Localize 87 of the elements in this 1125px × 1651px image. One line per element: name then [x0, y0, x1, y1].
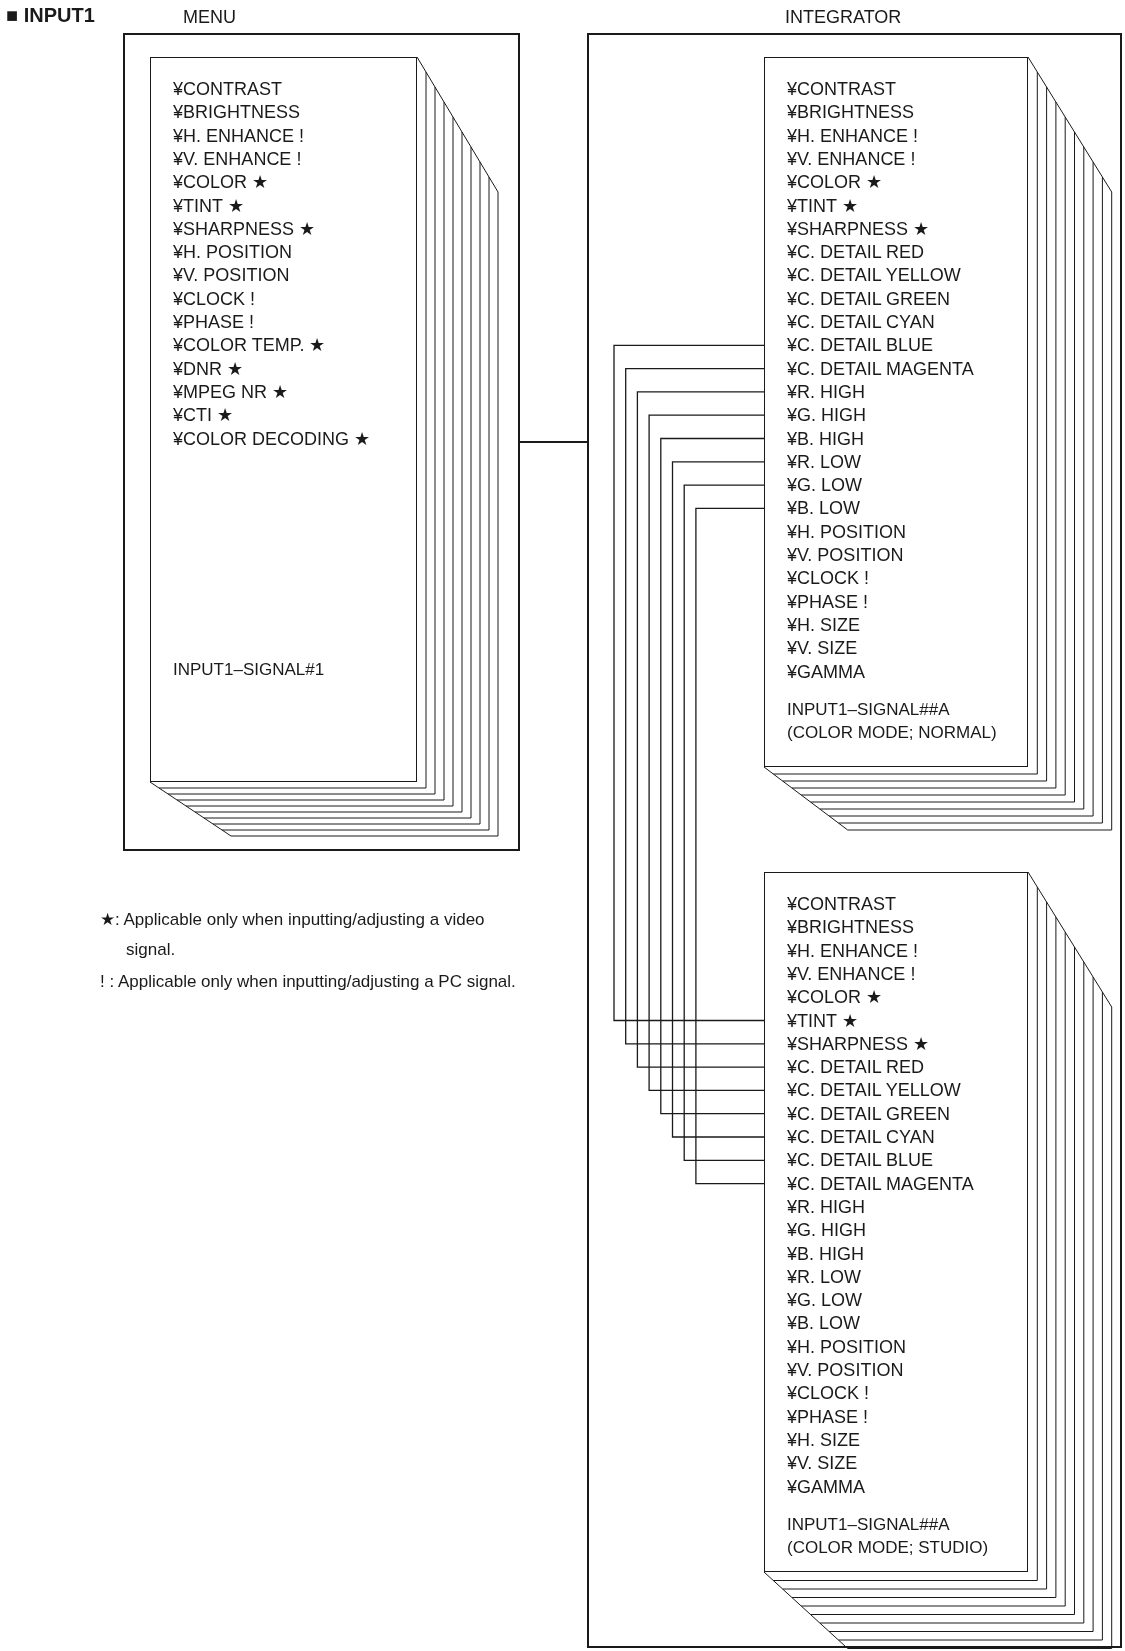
- connector-line: [671, 461, 766, 1138]
- menu-item: ¥H. POSITION: [765, 1335, 1027, 1358]
- menu-item: ¥C. DETAIL YELLOW: [765, 264, 1027, 287]
- menu-item: ¥V. POSITION: [151, 264, 416, 287]
- menu-item: ¥H. POSITION: [151, 241, 416, 264]
- menu-item: ¥CLOCK !: [765, 1382, 1027, 1405]
- menu-item: ¥R. HIGH: [765, 1195, 1027, 1218]
- menu-item: ¥C. DETAIL YELLOW: [765, 1079, 1027, 1102]
- menu-item: ¥CLOCK !: [765, 567, 1027, 590]
- menu-item: ¥V. SIZE: [765, 1452, 1027, 1475]
- menu-item: ¥R. LOW: [765, 1265, 1027, 1288]
- menu-item: ¥G. LOW: [765, 474, 1027, 497]
- menu-item: ¥COLOR ★: [151, 171, 416, 194]
- menu-item: ¥H. POSITION: [765, 520, 1027, 543]
- footnote: ! : Applicable only when inputting/adjusting a PC signal.: [100, 971, 517, 993]
- menu-item: ¥G. LOW: [765, 1289, 1027, 1312]
- menu-item: ¥MPEG NR ★: [151, 380, 416, 403]
- footnote: ★: Applicable only when inputting/adjusting a video signal.: [100, 909, 486, 961]
- menu-item: ¥TINT ★: [151, 194, 416, 217]
- menu-item: ¥CONTRAST: [765, 78, 1027, 100]
- menu-item: ¥V. ENHANCE !: [151, 147, 416, 170]
- menu-item: ¥G. HIGH: [765, 404, 1027, 427]
- menu-item: ¥COLOR TEMP. ★: [151, 334, 416, 357]
- signal-name: (COLOR MODE; STUDIO): [787, 1537, 989, 1559]
- menu-item: ¥C. DETAIL RED: [765, 1056, 1027, 1079]
- menu-item: ¥BRIGHTNESS: [151, 101, 416, 124]
- menu-item: ¥V. POSITION: [765, 1359, 1027, 1381]
- menu-item: ¥V. SIZE: [765, 637, 1027, 660]
- menu-item: ¥PHASE !: [151, 311, 416, 333]
- menu-item: ¥B. LOW: [765, 497, 1027, 520]
- connector-line: [683, 484, 766, 1161]
- menu-item: ¥CLOCK !: [151, 287, 416, 310]
- menu-page: [764, 872, 1028, 1572]
- menu-item: ¥G. HIGH: [765, 1219, 1027, 1242]
- menu-item: ¥C. DETAIL BLUE: [765, 334, 1027, 357]
- menu-item: ¥PHASE !: [765, 1405, 1027, 1428]
- menu-item: ¥CONTRAST: [765, 893, 1027, 915]
- menu-item: ¥H. ENHANCE !: [765, 124, 1027, 147]
- menu-item: ¥C. DETAIL CYAN: [765, 1126, 1027, 1148]
- menu-item: ¥BRIGHTNESS: [765, 101, 1027, 124]
- menu-item: ¥CTI ★: [151, 404, 416, 427]
- menu-item: ¥H. ENHANCE !: [765, 939, 1027, 962]
- menu-item: ¥C. DETAIL BLUE: [765, 1149, 1027, 1172]
- menu-item: ¥R. LOW: [765, 450, 1027, 473]
- menu-item: ¥SHARPNESS ★: [151, 217, 416, 240]
- menu-item: ¥COLOR ★: [765, 171, 1027, 194]
- menu-item: ¥SHARPNESS ★: [765, 217, 1027, 240]
- menu-item: ¥H. ENHANCE !: [151, 124, 416, 147]
- connector-line: [660, 437, 766, 1115]
- signal-name: (COLOR MODE; NORMAL): [787, 722, 997, 744]
- menu-item: ¥PHASE !: [765, 590, 1027, 613]
- menu-item: ¥R. HIGH: [765, 380, 1027, 403]
- menu-item: ¥BRIGHTNESS: [765, 916, 1027, 939]
- menu-item: ¥TINT ★: [765, 194, 1027, 217]
- menu-item: ¥C. DETAIL MAGENTA: [765, 1172, 1027, 1195]
- menu-item: ¥C. DETAIL GREEN: [765, 287, 1027, 310]
- section-heading: INTEGRATOR: [785, 7, 902, 28]
- signal-name: INPUT1–SIGNAL##A: [787, 699, 950, 721]
- connector-line: [648, 414, 766, 1092]
- menu-item: ¥CONTRAST: [151, 78, 416, 100]
- menu-item: ¥C. DETAIL MAGENTA: [765, 357, 1027, 380]
- menu-item: ¥H. SIZE: [765, 613, 1027, 636]
- connector-line: [695, 507, 766, 1185]
- menu-item: ¥V. POSITION: [765, 544, 1027, 566]
- section-heading: MENU: [183, 7, 236, 28]
- menu-item: ¥COLOR DECODING ★: [151, 427, 416, 450]
- menu-item: ¥C. DETAIL GREEN: [765, 1102, 1027, 1125]
- menu-item: ¥C. DETAIL RED: [765, 241, 1027, 264]
- menu-item: ¥SHARPNESS ★: [765, 1032, 1027, 1055]
- menu-item: ¥B. HIGH: [765, 427, 1027, 450]
- menu-page: [150, 57, 417, 782]
- connector-line: [519, 441, 588, 443]
- menu-item: ¥C. DETAIL CYAN: [765, 311, 1027, 333]
- menu-item: ¥H. SIZE: [765, 1428, 1027, 1451]
- menu-item: ¥B. LOW: [765, 1312, 1027, 1335]
- menu-item: ¥DNR ★: [151, 357, 416, 380]
- menu-item: ¥TINT ★: [765, 1009, 1027, 1032]
- menu-item: ¥GAMMA: [765, 660, 1027, 683]
- menu-item: ¥GAMMA: [765, 1475, 1027, 1498]
- menu-item: ¥V. ENHANCE !: [765, 147, 1027, 170]
- signal-name: INPUT1–SIGNAL#1: [173, 659, 325, 681]
- menu-item: ¥COLOR ★: [765, 986, 1027, 1009]
- signal-name: INPUT1–SIGNAL##A: [787, 1514, 950, 1536]
- menu-item: ¥B. HIGH: [765, 1242, 1027, 1265]
- menu-page: [764, 57, 1028, 767]
- section-title: ■ INPUT1: [6, 4, 95, 27]
- menu-item: ¥V. ENHANCE !: [765, 962, 1027, 985]
